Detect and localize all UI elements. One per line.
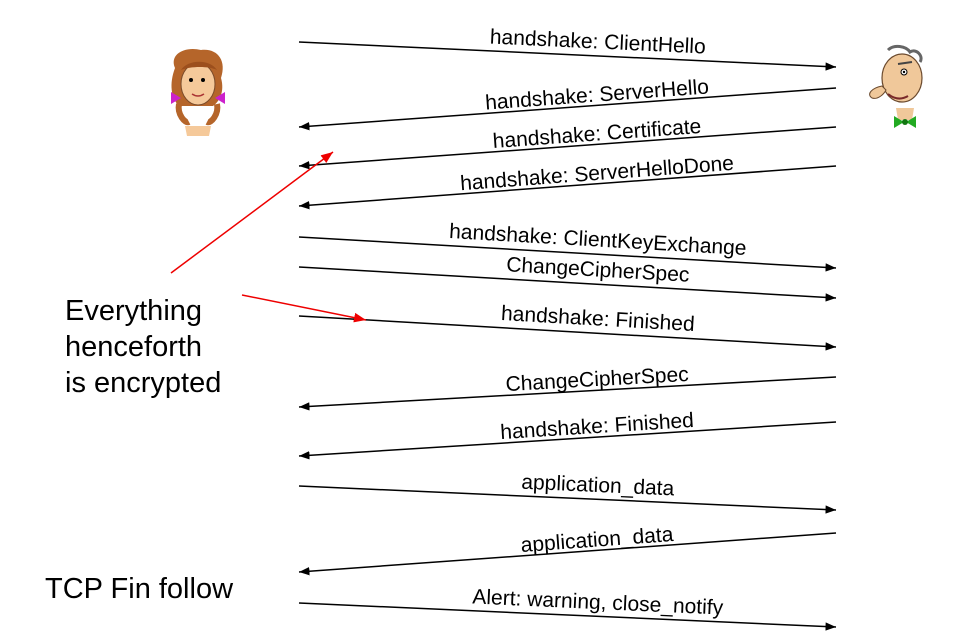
message-arrow [298, 532, 837, 576]
message-arrow [298, 165, 837, 210]
message-label: handshake: ClientHello [489, 25, 706, 58]
annotation-line-2: henceforth [65, 331, 202, 363]
message-label: application_data [520, 523, 675, 557]
message-labels: handshake: ClientHello handshake: ServerH… [449, 25, 748, 619]
encryption-annotation: Everything henceforth is encrypted [65, 151, 367, 399]
message-arrow [298, 421, 837, 460]
message-arrows [298, 41, 837, 631]
annotation-pointer-finished [241, 294, 367, 323]
message-label: Alert: warning, close_notify [472, 585, 724, 619]
message-label: handshake: ServerHelloDone [459, 152, 734, 195]
message-label: handshake: Finished [500, 409, 695, 444]
message-arrow [298, 602, 837, 631]
annotation-pointer-certificate [170, 151, 334, 274]
message-arrow [298, 485, 837, 514]
message-arrow [298, 315, 837, 351]
message-arrow [298, 87, 837, 131]
message-label: ChangeCipherSpec [505, 363, 689, 396]
message-arrow [298, 41, 837, 71]
tcp-fin-label: TCP Fin follow [45, 573, 234, 605]
annotation-line-3: is encrypted [65, 367, 221, 399]
message-arrow [298, 236, 837, 272]
bob-icon [869, 44, 923, 128]
message-label: handshake: ServerHello [484, 75, 709, 114]
message-arrow [298, 266, 837, 302]
message-label: handshake: Certificate [492, 115, 702, 153]
annotation-line-1: Everything [65, 295, 202, 327]
message-label: handshake: Finished [500, 302, 695, 336]
message-arrow [298, 126, 837, 170]
message-label: application_data [521, 471, 675, 501]
message-arrow [298, 376, 837, 411]
alice-icon [171, 48, 225, 136]
